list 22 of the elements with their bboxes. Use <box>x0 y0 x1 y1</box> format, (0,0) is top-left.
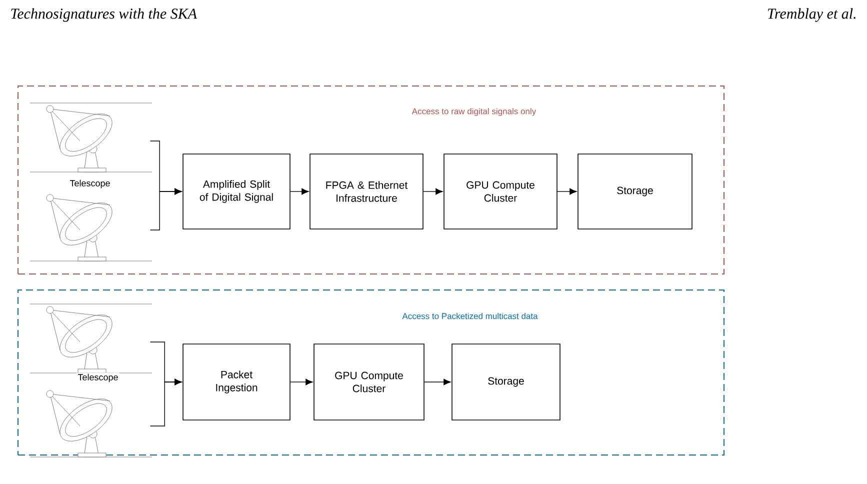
process-box: Amplified Split of Digital Signal <box>182 154 290 230</box>
process-box: FPGA & Ethernet Infrastructure <box>310 154 424 230</box>
process-box: GPU Compute Cluster <box>314 344 424 420</box>
telescope-drawing <box>30 390 152 458</box>
process-box: GPU Compute Cluster <box>444 154 558 230</box>
process-box: Packet Ingestion <box>182 344 290 420</box>
running-header: Technosignatures with the SKA <box>11 8 198 22</box>
telescope-drawing <box>30 194 152 262</box>
process-box: Storage <box>578 154 692 230</box>
arrow <box>557 188 577 195</box>
running-header: Tremblay et al. <box>768 8 856 22</box>
telescope-label: Telescope <box>68 178 112 190</box>
arrow <box>423 188 443 195</box>
telescope-drawing <box>30 102 152 172</box>
arrow <box>424 378 451 386</box>
arrow <box>290 188 309 195</box>
process-box: Storage <box>452 344 560 420</box>
telescope-label: Telescope <box>76 372 120 384</box>
arrow <box>290 378 313 386</box>
arrow <box>150 188 182 230</box>
arrow <box>150 378 182 426</box>
telescope-drawing <box>30 304 152 374</box>
